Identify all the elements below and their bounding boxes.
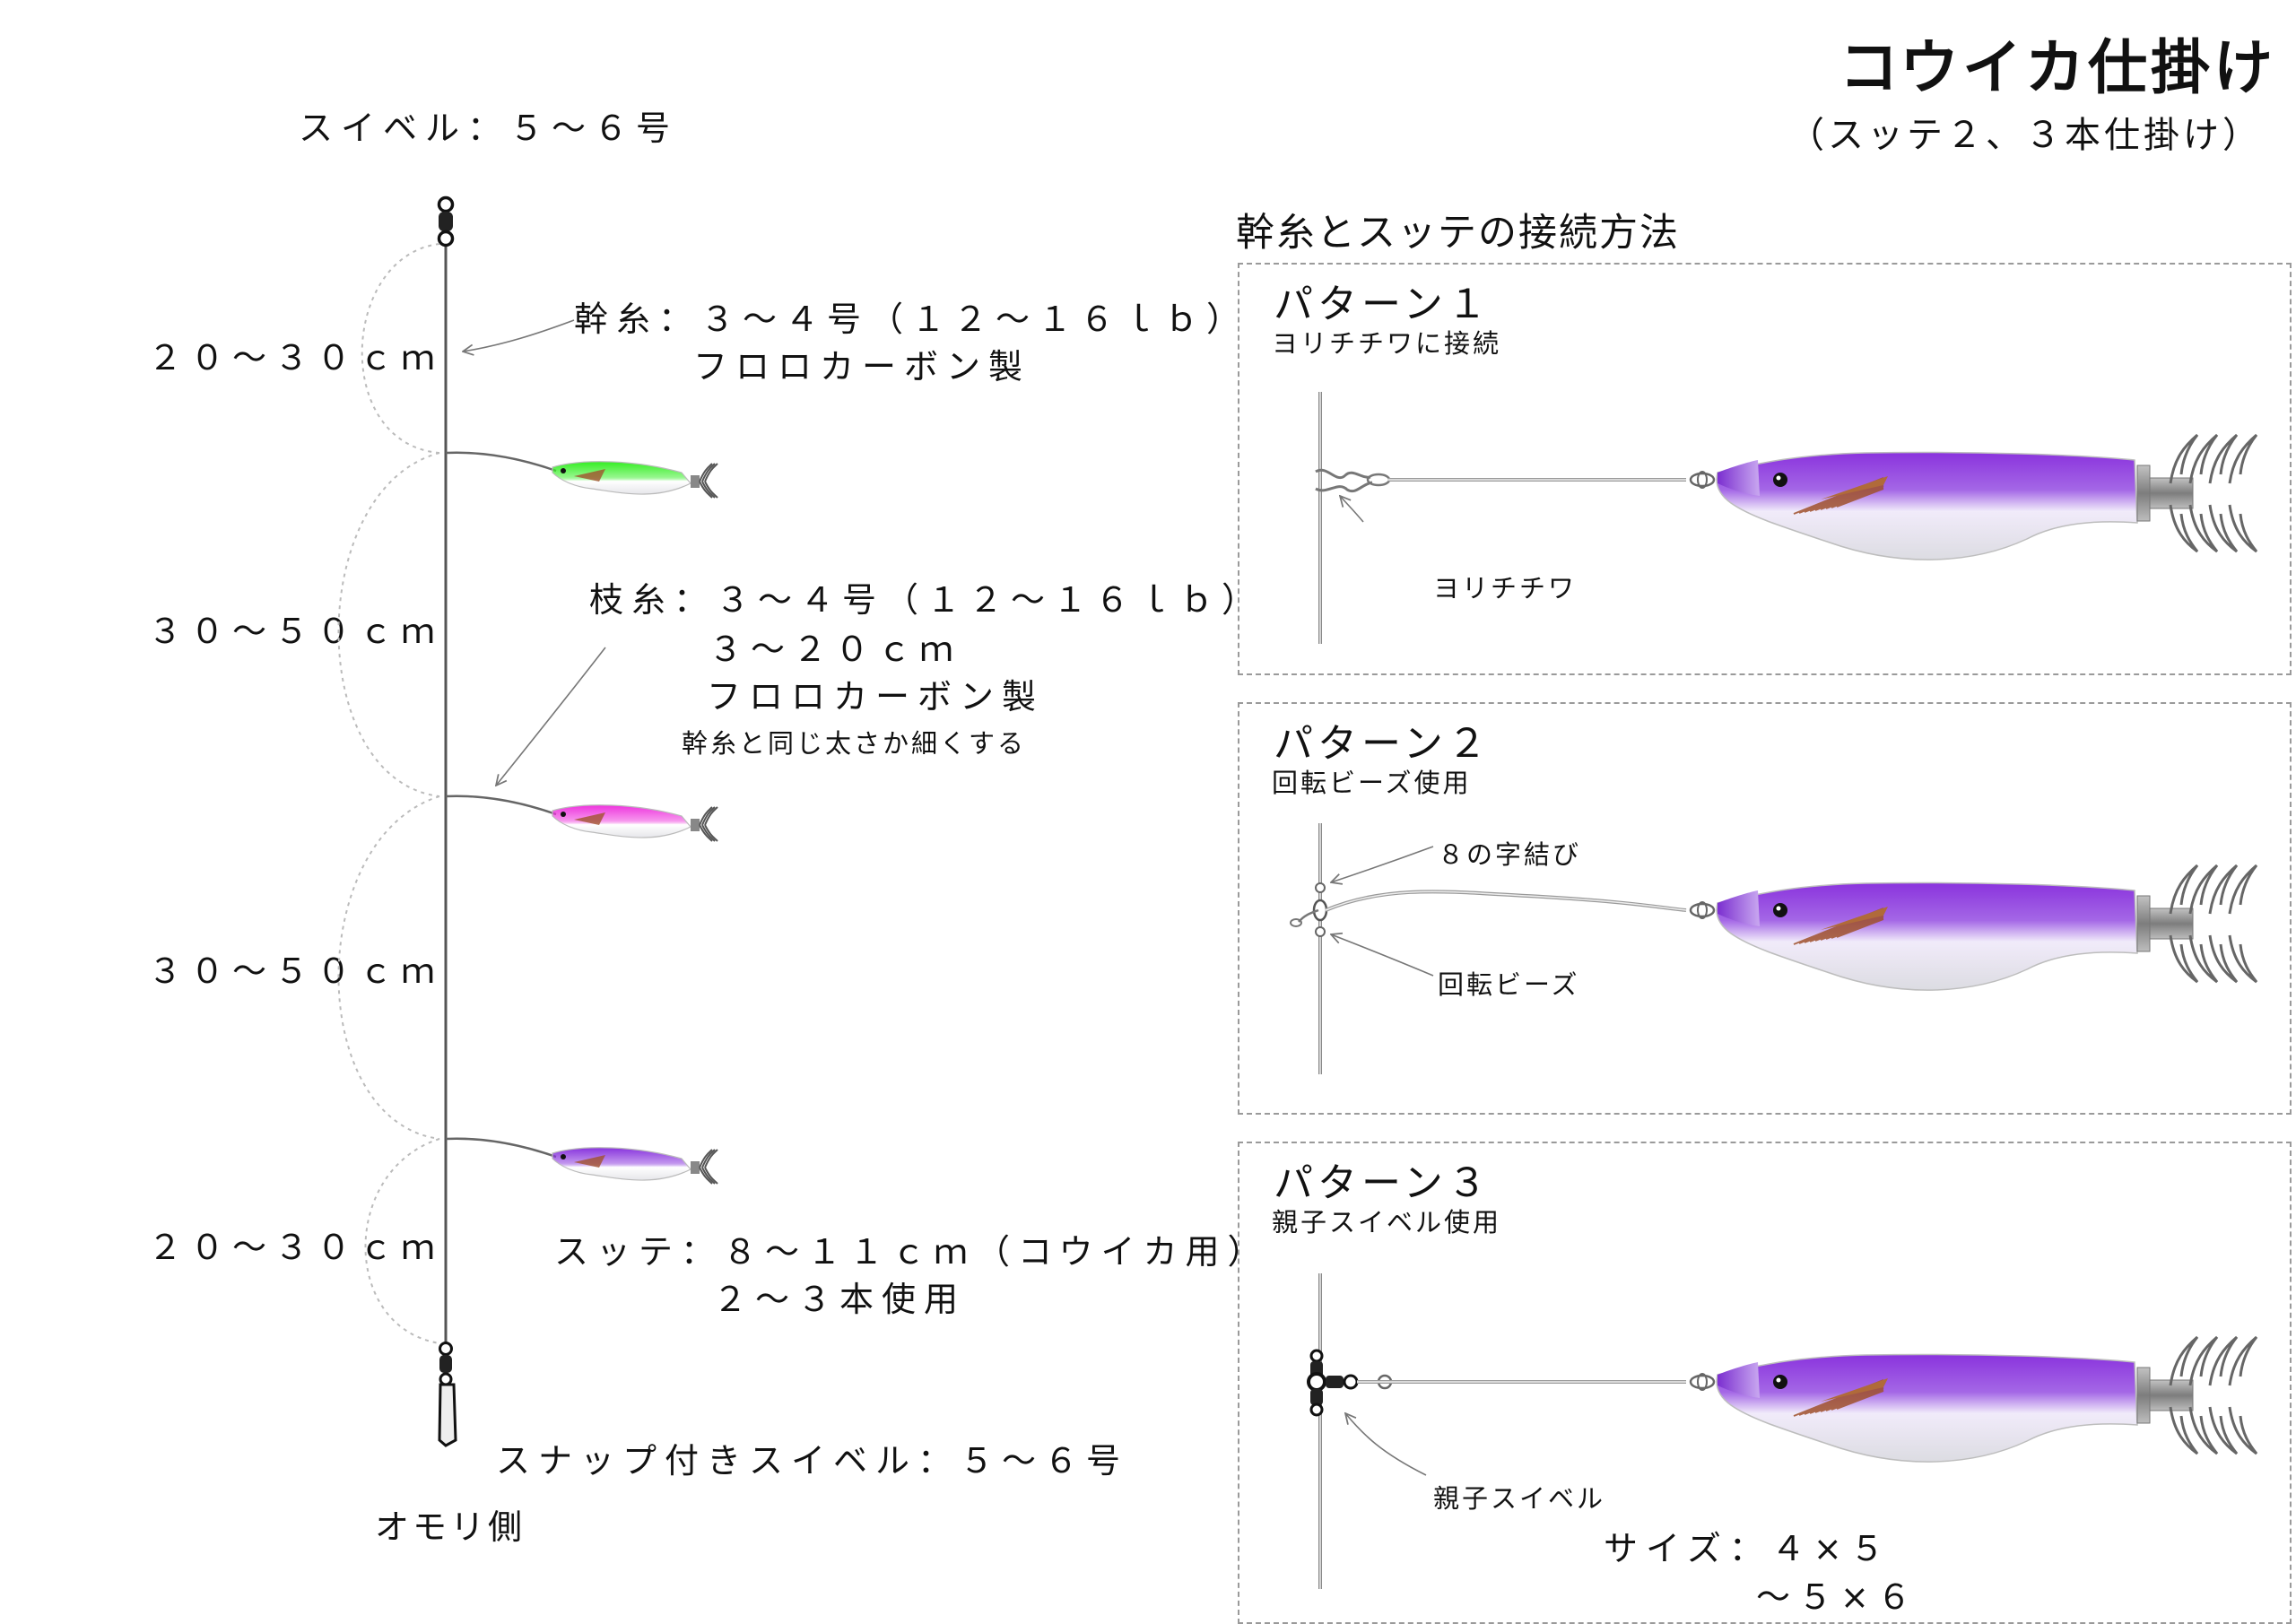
branch-jig-1 xyxy=(445,451,718,499)
branch-note: 幹糸と同じ太さか細くする xyxy=(682,728,1027,759)
figure-eight-knot-upper xyxy=(1315,882,1326,893)
snap-swivel-label: スナップ付きスイベル：５～６号 xyxy=(496,1441,1129,1481)
pattern-1-title: パターン１ xyxy=(1274,282,1492,327)
page-subtitle: （スッテ２、３本仕掛け） xyxy=(1788,115,2262,156)
spacing-arc-1 xyxy=(361,243,440,454)
pattern-3-size-label: サイズ：４×５ xyxy=(1604,1529,1892,1568)
knot-arrow xyxy=(1331,846,1434,882)
pattern-1-jig xyxy=(1689,433,2258,560)
mainline-material-label: フロロカーボン製 xyxy=(693,347,1031,386)
pattern-1-subtitle: ヨリチチワに接続 xyxy=(1272,328,1502,359)
spacing-label-1: ２０～３０ｃｍ xyxy=(148,338,444,378)
branch-jig-3 xyxy=(445,1137,718,1185)
pattern-1-box xyxy=(1238,263,2292,675)
spacing-arc-2 xyxy=(337,452,440,797)
pattern-3-subtitle: 親子スイベル使用 xyxy=(1272,1207,1502,1238)
page-title: コウイカ仕掛け xyxy=(1839,33,2276,102)
pattern-3-callout: 親子スイベル xyxy=(1433,1483,1606,1514)
branch-length-label: ３～２０ｃｍ xyxy=(709,630,962,669)
twisted-loop-icon xyxy=(1315,468,1391,493)
spacing-label-2: ３０～５０ｃｍ xyxy=(148,612,444,651)
branch-arrow xyxy=(496,647,606,786)
pattern-1-callout: ヨリチチワ xyxy=(1433,573,1578,604)
pattern-3-jig xyxy=(1689,1335,2258,1463)
branch-label: 枝糸：３～４号（１２～１６ｌｂ） xyxy=(589,580,1265,620)
spacing-arcs xyxy=(337,243,440,1344)
spacing-label-4: ２０～３０ｃｍ xyxy=(148,1228,444,1267)
pattern-3-drawing xyxy=(1307,1273,1686,1589)
pattern-2-subtitle: 回転ビーズ使用 xyxy=(1272,768,1472,798)
branch-jig-2 xyxy=(445,795,718,842)
spacing-label-3: ３０～５０ｃｍ xyxy=(148,951,444,991)
pattern-2-box xyxy=(1238,702,2292,1115)
snap-swivel-icon xyxy=(438,1342,457,1447)
pattern-3-title: パターン３ xyxy=(1274,1160,1492,1206)
sutte-count-label: ２～３本使用 xyxy=(713,1280,967,1319)
three-way-swivel-arrow xyxy=(1345,1413,1427,1476)
pattern-2-title: パターン２ xyxy=(1274,721,1492,767)
mainline-arrow xyxy=(463,319,575,352)
pattern-1-drawing xyxy=(1315,392,1686,644)
spacing-arc-4 xyxy=(364,1138,440,1344)
twisted-loop-arrow xyxy=(1340,496,1364,523)
pattern-2-callout-bead: 回転ビーズ xyxy=(1438,969,1580,1000)
sinker-side-label: オモリ側 xyxy=(375,1507,526,1547)
spacing-arc-3 xyxy=(337,795,440,1140)
branch-material-label: フロロカーボン製 xyxy=(707,677,1045,716)
bead-arrow xyxy=(1331,934,1434,977)
pattern-3-size-range: ～５×６ xyxy=(1756,1577,1919,1617)
figure-eight-knot-lower xyxy=(1315,926,1326,937)
pattern-2-drawing xyxy=(1290,823,1687,1074)
three-way-swivel-icon xyxy=(1307,1349,1393,1417)
sutte-label: スッテ：８～１１ｃｍ（コウイカ用） xyxy=(554,1232,1270,1272)
connection-heading: 幹糸とスッテの接続方法 xyxy=(1236,211,1680,256)
top-swivel-icon xyxy=(437,195,455,248)
swivel-label: スイベル：５～６号 xyxy=(299,109,679,148)
left-callout-arrows xyxy=(463,319,606,786)
pattern-2-jig xyxy=(1689,864,2258,991)
pattern-2-callout-knot: ８の字結び xyxy=(1438,839,1582,870)
mainline-label: 幹糸：３～４号（１２～１６ｌｂ） xyxy=(574,300,1249,339)
